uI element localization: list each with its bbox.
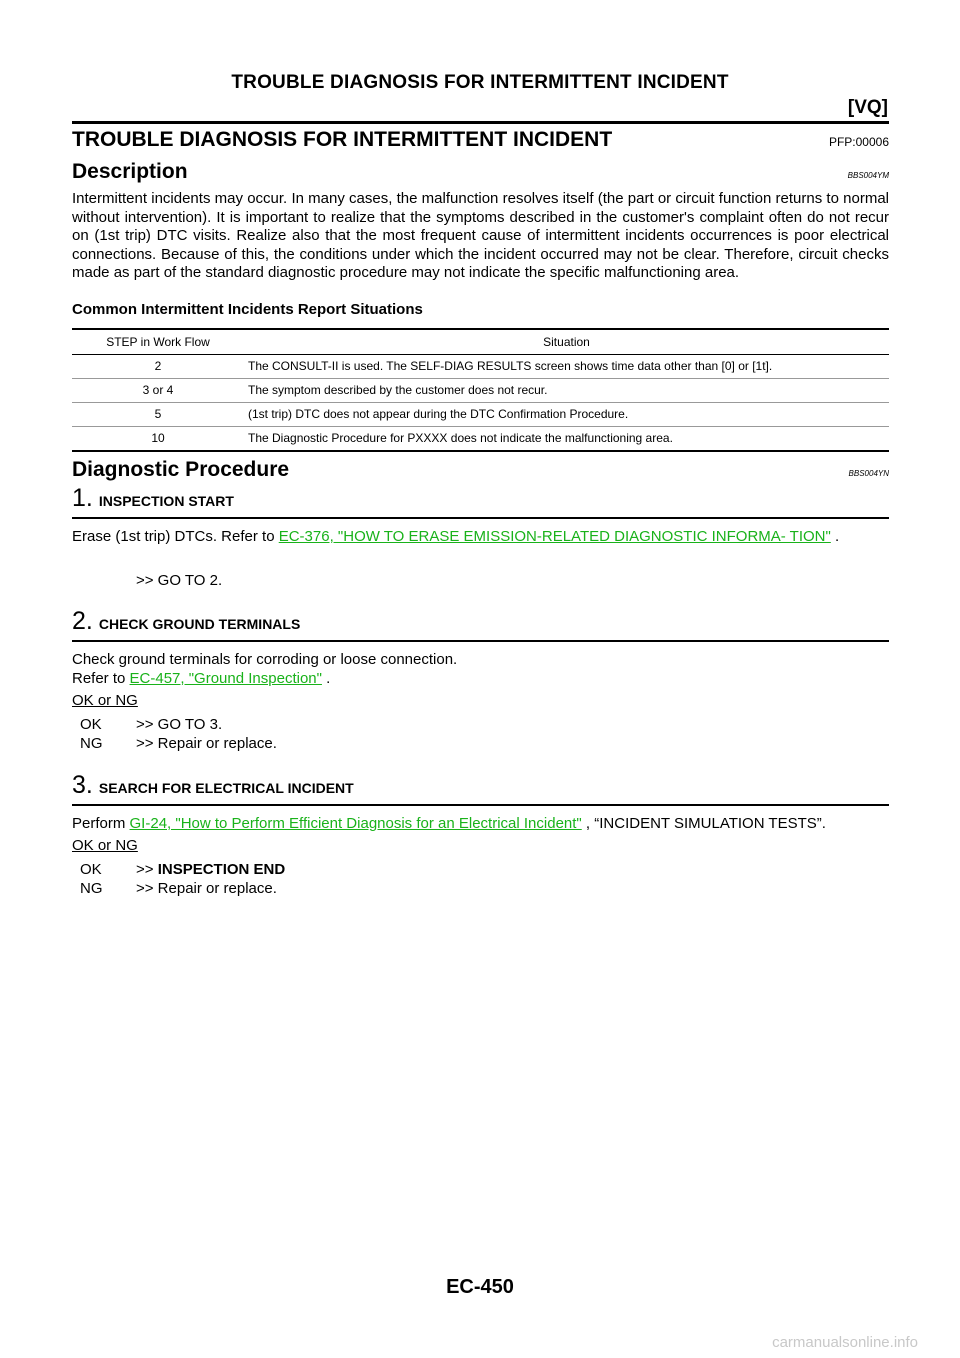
result-key: OK bbox=[80, 715, 102, 733]
description-ref: BBS004YM bbox=[847, 171, 889, 180]
step-2-text-line-1: Check ground terminals for corroding or … bbox=[72, 650, 458, 668]
table-row: 3 or 4 The symptom described by the cust… bbox=[72, 377, 889, 402]
step-1-link[interactable]: EC-376, "HOW TO ERASE EMISSION-RELATED D… bbox=[278, 527, 831, 545]
header-divider bbox=[72, 121, 889, 124]
table-row: 10 The Diagnostic Procedure for PXXXX do… bbox=[72, 425, 889, 451]
step-3-result-ok: OK >> INSPECTION END bbox=[72, 860, 889, 879]
procedure-ref: BBS004YN bbox=[848, 468, 889, 478]
table-cell-situation: The symptom described by the customer do… bbox=[244, 377, 889, 402]
step-2-text: Check ground terminals for corroding or … bbox=[72, 650, 889, 688]
step-2-number: 2. bbox=[72, 606, 93, 635]
step-3-title: SEARCH FOR ELECTRICAL INCIDENT bbox=[98, 779, 354, 796]
step-3-text-post: , “INCIDENT SIMULATION TESTS”. bbox=[581, 814, 826, 832]
step-1-goto: >> GO TO 2. bbox=[136, 571, 223, 589]
page-number: EC-450 bbox=[446, 1276, 514, 1298]
step-1-text-post: . bbox=[830, 527, 840, 545]
step-2-okng-label: OK or NG bbox=[72, 691, 138, 709]
situations-table: STEP in Work Flow Situation 2 The CONSUL… bbox=[72, 327, 889, 452]
step-3-number: 3. bbox=[72, 770, 93, 799]
table-cell-step: 2 bbox=[154, 359, 162, 373]
step-3-result-ng: NG >> Repair or replace. bbox=[72, 879, 889, 898]
main-content: TROUBLE DIAGNOSIS FOR INTERMITTENT INCID… bbox=[72, 124, 889, 898]
pfp-code: PFP:00006 bbox=[828, 135, 889, 149]
result-key: NG bbox=[80, 879, 103, 897]
description-title: Description bbox=[72, 160, 188, 183]
step-3-results: OK >> INSPECTION END NG >> Repair or rep… bbox=[72, 860, 889, 898]
table-row: 2 The CONSULT-II is used. The SELF-DIAG … bbox=[72, 354, 889, 378]
step-2-text-line-2: Refer to EC-457, "Ground Inspection" . bbox=[72, 669, 889, 688]
step-3-text-pre: Perform bbox=[72, 814, 130, 832]
result-value: >> Repair or replace. bbox=[136, 879, 277, 897]
result-key: OK bbox=[80, 860, 102, 878]
table-header-row: STEP in Work Flow Situation bbox=[72, 328, 889, 355]
result-arrow: >> bbox=[136, 860, 158, 878]
step-3-text: Perform GI-24, "How to Perform Efficient… bbox=[72, 814, 889, 833]
step-2-results: OK >> GO TO 3. NG >> Repair or replace. bbox=[72, 715, 889, 753]
table-cell-step: 5 bbox=[72, 401, 244, 426]
table-cell-situation: The Diagnostic Procedure for PXXXX does … bbox=[244, 425, 889, 451]
step-2-result-ng: NG >> Repair or replace. bbox=[72, 734, 889, 753]
step-1-text-pre: Erase (1st trip) DTCs. Refer to bbox=[72, 527, 279, 545]
page-header-title: TROUBLE DIAGNOSIS FOR INTERMITTENT INCID… bbox=[231, 72, 729, 93]
table-title: Common Intermittent Incidents Report Sit… bbox=[72, 300, 423, 318]
result-key: NG bbox=[80, 734, 103, 752]
description-heading: Description BBS004YM bbox=[72, 160, 889, 184]
column-header-situation: Situation bbox=[244, 328, 889, 355]
step-1-number: 1. bbox=[72, 483, 93, 512]
table-row: 5 (1st trip) DTC does not appear during … bbox=[72, 401, 889, 426]
procedure-title: Diagnostic Procedure bbox=[72, 457, 290, 481]
step-3-header: 3. SEARCH FOR ELECTRICAL INCIDENT bbox=[72, 771, 889, 806]
step-1-text: Erase (1st trip) DTCs. Refer to EC-376, … bbox=[72, 527, 889, 546]
page-header-code: [VQ] bbox=[847, 97, 888, 118]
result-value: >> Repair or replace. bbox=[136, 734, 277, 752]
table-cell-situation: The CONSULT-II is used. The SELF-DIAG RE… bbox=[248, 359, 773, 373]
result-value: INSPECTION END bbox=[157, 860, 286, 878]
step-3-okng-label: OK or NG bbox=[72, 836, 138, 854]
procedure-heading: Diagnostic Procedure BBS004YN bbox=[72, 458, 889, 482]
step-2-link[interactable]: EC-457, "Ground Inspection" bbox=[129, 669, 322, 687]
section-heading: TROUBLE DIAGNOSIS FOR INTERMITTENT INCID… bbox=[72, 128, 889, 152]
step-2-text-pre: Refer to bbox=[72, 669, 130, 687]
table-cell-step: 10 bbox=[72, 425, 244, 451]
step-1-title: INSPECTION START bbox=[98, 492, 234, 509]
step-2-title: CHECK GROUND TERMINALS bbox=[98, 615, 301, 632]
step-2-text-post: . bbox=[321, 669, 331, 687]
step-1-header: 1. INSPECTION START bbox=[72, 484, 889, 519]
watermark: carmanualsonline.info bbox=[772, 1334, 918, 1351]
column-header-step: STEP in Work Flow bbox=[72, 328, 244, 355]
result-value: >> GO TO 3. bbox=[136, 715, 223, 733]
step-3-link[interactable]: GI-24, "How to Perform Efficient Diagnos… bbox=[129, 814, 582, 832]
table-cell-situation: (1st trip) DTC does not appear during th… bbox=[244, 401, 889, 426]
section-title: TROUBLE DIAGNOSIS FOR INTERMITTENT INCID… bbox=[72, 128, 613, 151]
step-2-header: 2. CHECK GROUND TERMINALS bbox=[72, 607, 889, 642]
table-cell-step: 3 or 4 bbox=[72, 377, 244, 402]
step-2-result-ok: OK >> GO TO 3. bbox=[72, 715, 889, 734]
description-text: Intermittent incidents may occur. In man… bbox=[72, 190, 889, 281]
